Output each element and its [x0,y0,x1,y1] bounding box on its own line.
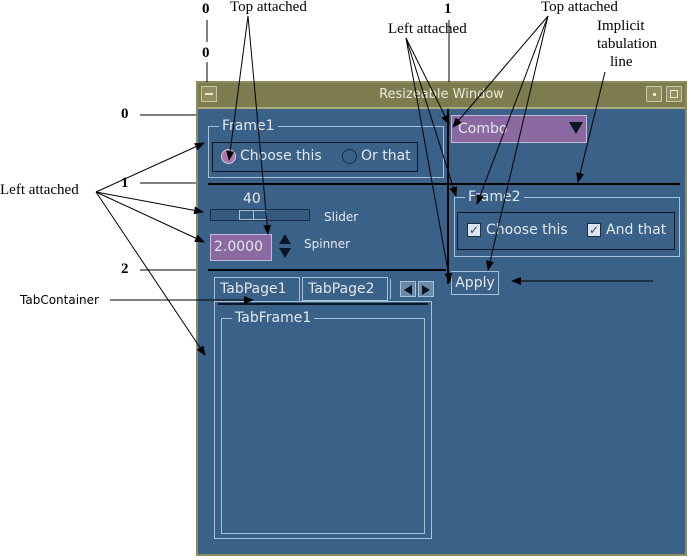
column-separator [447,109,449,284]
top-attached-arrow-1 [226,15,249,161]
slider-label: Slider [324,210,359,224]
frame2: Frame2 ✓ Choose this ✓ And that [454,189,680,257]
tab-scroll-left-icon[interactable] [400,281,416,297]
implicit-label-line3: line [610,54,633,70]
checkbox-choose-this-label: Choose this [486,222,568,238]
spinner-value: 2.0000 [214,239,263,255]
column-1-label: 1 [444,1,452,17]
implicit-label-line2: tabulation [597,36,657,52]
row-1-label: 1 [121,175,129,191]
checkbox-and-that-label: And that [606,222,667,238]
maximize-icon[interactable] [666,86,682,102]
column-0-label-top: 0 [202,1,210,17]
spinner-arrows-icon[interactable] [278,232,292,260]
left-attached-arrow-6 [95,191,205,243]
radio-or-that[interactable] [342,149,357,164]
tabulation-line-2 [208,269,446,271]
frame1-inner [212,142,418,172]
tab-page2[interactable]: TabPage2 [302,277,388,301]
slider-track[interactable] [210,209,310,221]
row-0-label: 0 [121,106,129,122]
window-content: Frame1 Choose this Or that 40 Slider 2.0… [198,109,685,554]
radio-or-that-label: Or that [361,148,411,164]
top-attached-arrow-3 [452,15,549,128]
top-attached-label-left: Top attached [230,0,307,15]
tab-container: TabPage1 TabPage2 TabFrame1 [214,277,444,547]
tab-frame1: TabFrame1 [221,310,425,534]
left-attached-arrow-1 [405,37,450,125]
tab-frame1-label: TabFrame1 [232,310,315,326]
spinner-field[interactable]: 2.0000 [210,234,272,261]
row-2-label: 2 [121,261,129,277]
tab-body: TabFrame1 [214,301,432,539]
left-attached-label-side: Left attached [0,182,79,198]
window-menu-icon[interactable] [201,86,217,102]
tabulation-line-1 [208,183,680,185]
checkbox-and-that[interactable]: ✓ [587,223,601,237]
frame1: Frame1 Choose this Or that [208,118,444,178]
tab-page1[interactable]: TabPage1 [214,277,300,301]
spinner-label: Spinner [304,237,351,251]
left-attached-arrow-2 [405,37,458,197]
tab-page2-label: TabPage2 [308,281,375,297]
chevron-down-icon[interactable] [568,120,584,136]
tab-page1-label: TabPage1 [220,281,287,297]
column-0-label: 0 [202,45,210,61]
apply-button[interactable]: Apply [451,271,499,295]
left-attached-arrow-3 [405,37,453,283]
top-attached-arrow-5 [486,15,549,271]
implicit-label-line1: Implicit [597,18,645,34]
minimize-icon[interactable] [646,86,662,102]
left-attached-arrow-5 [95,191,204,215]
checkbox-choose-this[interactable]: ✓ [467,223,481,237]
slider-value: 40 [243,191,261,207]
frame2-inner [457,212,675,250]
window-title: Resizeable Window [379,87,504,102]
combo-value: Combo [458,121,508,137]
resizeable-window: Resizeable Window Frame1 Choose this Or … [196,81,687,556]
tabcontainer-label: TabContainer [20,293,99,307]
left-attached-arrow-4 [95,142,205,193]
implicit-line-arrow [576,71,606,183]
top-attached-label-right: Top attached [541,0,618,15]
top-attached-arrow-2 [247,15,272,235]
left-attached-arrow-7 [95,191,206,356]
combo-box[interactable]: Combo [451,115,587,143]
left-attached-label-top: Left attached [388,21,467,37]
tab-scroll-right-icon[interactable] [418,281,434,297]
top-attached-arrow-4 [476,15,549,205]
